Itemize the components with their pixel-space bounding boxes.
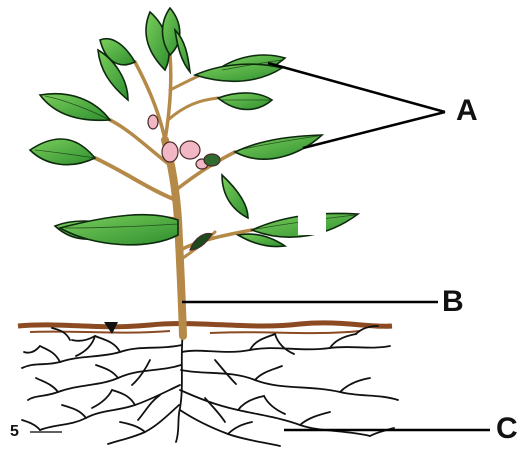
flower-bud-icon — [162, 142, 178, 162]
label-a: A — [456, 96, 478, 126]
leaf — [175, 30, 190, 72]
leaf — [30, 139, 95, 165]
blank-patch — [298, 213, 326, 235]
leaf — [40, 94, 110, 121]
leaf — [218, 93, 272, 110]
flower-bud-icon — [180, 141, 200, 159]
leaves — [30, 8, 358, 247]
soil-surface-detail — [30, 331, 360, 333]
flower-bud-icon — [148, 115, 158, 129]
leader-line-a-upper — [268, 63, 445, 112]
flower-bud-icon — [204, 154, 220, 166]
root-system — [22, 326, 398, 446]
seed-pod — [190, 234, 212, 250]
label-b: B — [442, 287, 464, 317]
figure-number: 5 — [10, 424, 19, 440]
leaf — [222, 175, 248, 218]
label-c: C — [496, 414, 518, 444]
leader-line-a-lower — [303, 112, 445, 148]
soil-surface — [18, 323, 392, 327]
leaf — [60, 215, 178, 245]
